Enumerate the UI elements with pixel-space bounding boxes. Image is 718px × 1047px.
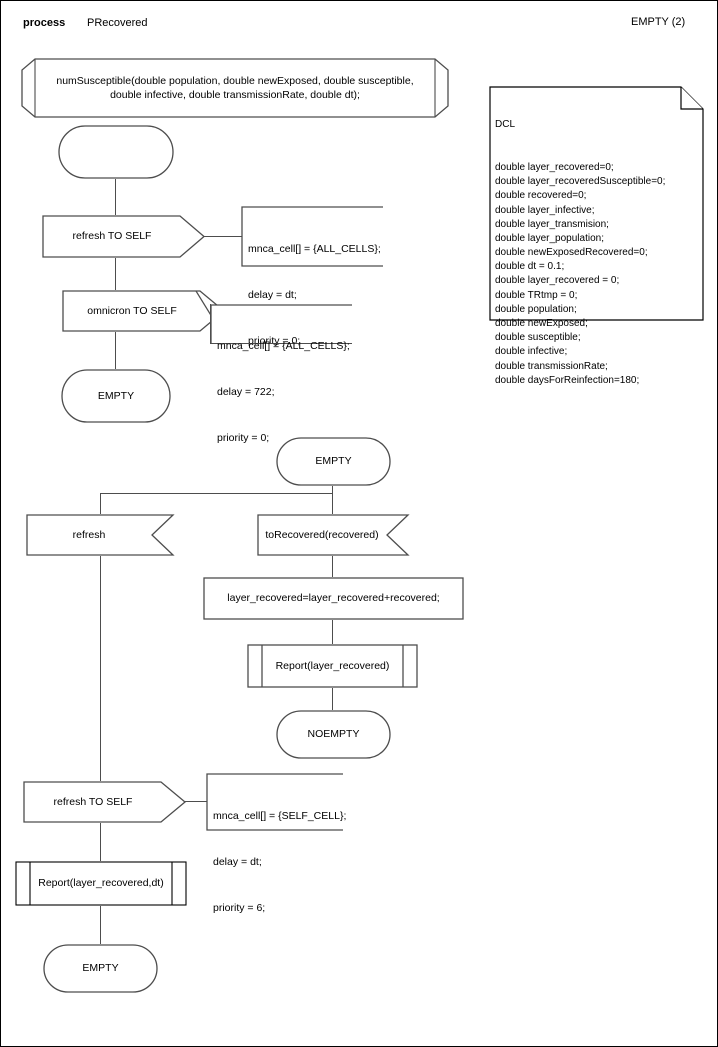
comment-line: priority = 0;	[217, 431, 270, 444]
dcl-note-text: DCL double layer_recovered=0;double laye…	[495, 90, 700, 416]
connector-line	[115, 332, 117, 369]
dcl-line: double susceptible;	[495, 332, 581, 344]
dcl-title: DCL	[495, 119, 516, 131]
comment-line: priority = 6;	[213, 901, 266, 914]
state-start[interactable]	[58, 125, 174, 179]
input-refresh[interactable]	[26, 514, 175, 556]
connector-line	[115, 179, 117, 215]
comment-line: mnca_cell[] = {SELF_CELL};	[213, 810, 347, 823]
connector-line	[100, 556, 102, 781]
comment-line: delay = dt;	[248, 289, 297, 302]
comment-border	[210, 304, 212, 344]
dcl-line: double newExposed;	[495, 318, 588, 329]
dcl-line: double TRtmp = 0;	[495, 289, 578, 301]
comment-border	[210, 343, 352, 345]
output-refresh-to-self-1[interactable]	[42, 215, 206, 258]
connector-line	[332, 486, 334, 514]
input-torecovered[interactable]	[257, 514, 410, 556]
output-refresh-to-self-2[interactable]	[23, 781, 187, 823]
dcl-line: double transmissionRate;	[495, 360, 608, 372]
dcl-line: double recovered=0;	[495, 190, 587, 202]
dcl-line: double dt = 0.1;	[495, 261, 565, 273]
comment-link-line	[195, 290, 216, 319]
branch-line	[100, 493, 102, 514]
dcl-note[interactable]	[489, 86, 704, 321]
comment-link-line	[185, 801, 207, 803]
comment-line: delay = dt;	[213, 856, 262, 869]
connector-line	[332, 620, 334, 644]
dcl-line: double daysForReinfection=180;	[495, 374, 640, 386]
comment-line: mnca_cell[] = {ALL_CELLS};	[217, 340, 350, 353]
call-report-2[interactable]	[15, 861, 187, 906]
connector-line	[115, 258, 117, 290]
state-empty-2[interactable]	[276, 437, 391, 486]
comment-omnicron-text: mnca_cell[] = {ALL_CELLS}; delay = 722; …	[217, 309, 350, 476]
comment-line: mnca_cell[] = {ALL_CELLS};	[248, 243, 381, 256]
state-empty-3[interactable]	[43, 944, 158, 993]
dcl-line: double newExposedRecovered=0;	[495, 247, 648, 259]
dcl-line: double layer_population;	[495, 232, 604, 244]
connector-line	[332, 556, 334, 577]
page-index-label: EMPTY (2)	[631, 16, 686, 28]
connector-line	[100, 823, 102, 861]
page-title: PRecovered	[87, 17, 148, 29]
comment-line: delay = 722;	[217, 386, 275, 399]
dcl-line: double layer_infective;	[495, 204, 595, 216]
dcl-line: double layer_transmision;	[495, 218, 609, 230]
dcl-line: double population;	[495, 303, 577, 315]
dcl-line: double layer_recovered = 0;	[495, 275, 620, 287]
comment-refresh-2-text: mnca_cell[] = {SELF_CELL}; delay = dt; p…	[213, 779, 346, 946]
dcl-line: double layer_recovered=0;	[495, 161, 614, 173]
connector-line	[332, 688, 334, 710]
dcl-lines: double layer_recovered=0;double layer_re…	[495, 161, 700, 388]
process-keyword: process	[23, 17, 66, 29]
comment-refresh-2	[206, 773, 343, 831]
dcl-line: double infective;	[495, 346, 568, 358]
comment-refresh-1	[241, 206, 383, 267]
connector-line	[100, 906, 102, 944]
call-report-1[interactable]	[247, 644, 418, 688]
comment-link-line	[204, 236, 242, 238]
procedure-signature-box[interactable]	[21, 58, 449, 118]
task-layer-recovered[interactable]	[203, 577, 464, 620]
state-empty-1[interactable]	[61, 369, 171, 423]
comment-refresh-1-text: mnca_cell[] = {ALL_CELLS}; delay = dt; p…	[248, 212, 381, 379]
state-noempty[interactable]	[276, 710, 391, 759]
dcl-line: double layer_recoveredSusceptible=0;	[495, 176, 666, 188]
branch-line	[100, 493, 333, 495]
